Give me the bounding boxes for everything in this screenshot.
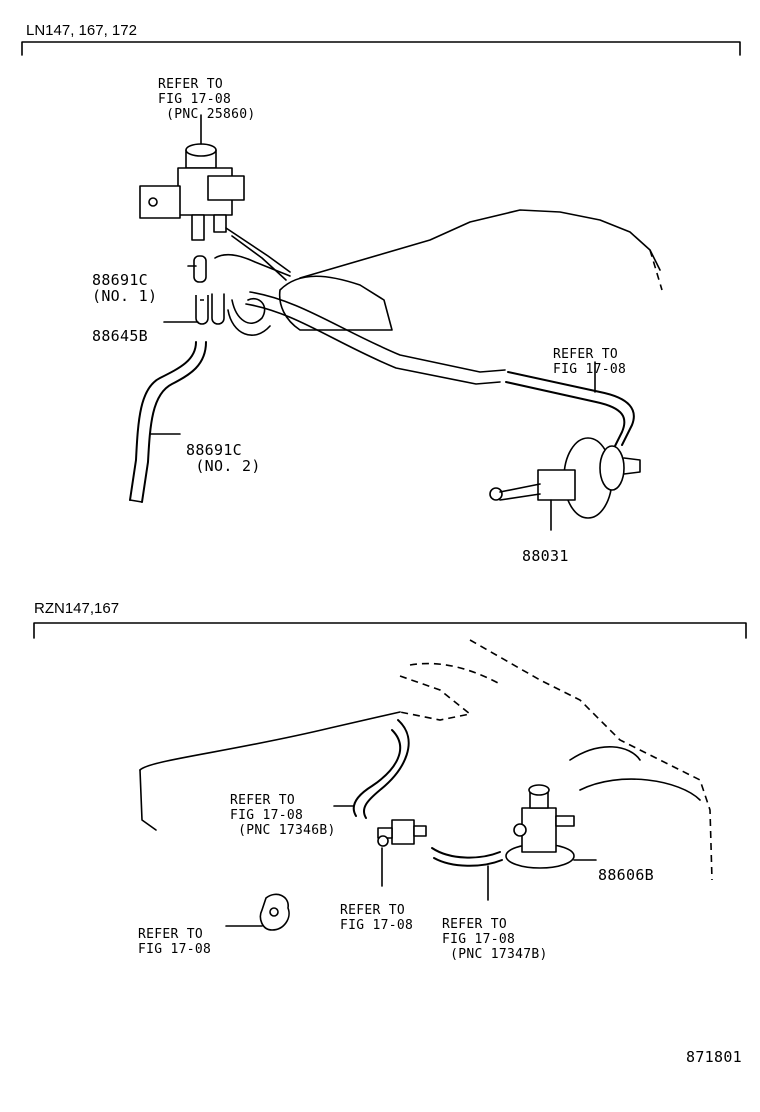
section-bracket-bottom (33, 622, 747, 639)
callout-88691c-no1: 88691C (NO. 1) (92, 271, 158, 305)
callout-refer-c: REFER TO FIG 17-08 (PNC 17346B) (230, 793, 336, 838)
section-bracket-top (21, 41, 741, 56)
callout-refer-a: REFER TO FIG 17-08 (PNC 25860) (158, 77, 256, 122)
callout-refer-d: REFER TO FIG 17-08 (340, 903, 414, 933)
model-label-bottom: RZN147,167 (34, 600, 120, 617)
callout-88691c-no2: 88691C (NO. 2) (186, 441, 261, 475)
clip-part (259, 893, 290, 931)
actuator-88031 (489, 437, 641, 519)
model-label-top: LN147, 167, 172 (26, 22, 137, 39)
callout-refer-b: REFER TO FIG 17-08 (553, 347, 627, 377)
hose-88691c-no1 (193, 255, 207, 283)
figure-id: 871801 (686, 1048, 742, 1066)
callout-88645b: 88645B (92, 327, 148, 345)
fitting-88645b (195, 295, 209, 325)
valve-88606b (505, 784, 575, 869)
vsv-valve (139, 114, 245, 241)
callout-refer-e: REFER TO FIG 17-08 (PNC 17347B) (442, 917, 548, 962)
small-vsv (377, 819, 427, 847)
callout-88031: 88031 (522, 547, 569, 565)
callout-refer-f: REFER TO FIG 17-08 (138, 927, 212, 957)
callout-88606b: 88606B (598, 866, 654, 884)
